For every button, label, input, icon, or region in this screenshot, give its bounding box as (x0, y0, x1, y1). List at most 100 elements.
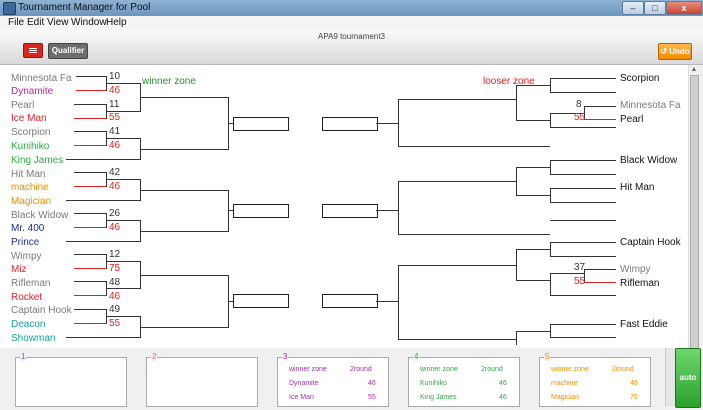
player-name[interactable]: Mr. 400 (11, 223, 45, 234)
player-name[interactable]: Captain Hook (620, 237, 681, 248)
panel-zone: winner zone (420, 366, 458, 373)
match-panel-3[interactable]: 3 winner zone 2round Dynamite 46 Ice Man… (277, 352, 389, 407)
bracket-line (66, 159, 140, 160)
player-name[interactable]: Minnesota Fa (11, 73, 72, 84)
match-slot[interactable] (233, 204, 289, 218)
player-name[interactable]: Fast Eddie (620, 319, 668, 330)
menu-view[interactable]: View (47, 17, 69, 28)
bracket-line (584, 106, 616, 107)
bracket-line (550, 242, 616, 243)
match-panels: 1 2 3 winner zone 2round Dynamite 46 Ice… (0, 348, 688, 410)
player-name[interactable]: Rocket (11, 292, 43, 303)
bracket-line (107, 83, 140, 84)
player-name[interactable]: Black Widow (11, 210, 69, 221)
bracket-line (550, 242, 551, 257)
player-name[interactable]: Rifleman (620, 278, 660, 289)
match-panel-2[interactable]: 2 (146, 352, 258, 407)
match-slot[interactable] (322, 117, 378, 131)
minimize-button[interactable]: – (622, 1, 644, 15)
player-name[interactable]: Hit Man (620, 182, 655, 193)
panel-score: 46 (499, 380, 507, 387)
menu-help[interactable]: Help (106, 17, 127, 28)
player-name[interactable]: Black Widow (620, 155, 678, 166)
match-slot[interactable] (322, 294, 378, 308)
bracket-line (106, 281, 107, 296)
panel-score: 46 (630, 380, 638, 387)
bracket-line (74, 104, 106, 105)
maximize-button[interactable]: □ (644, 1, 666, 15)
bracket-line (584, 119, 616, 120)
bracket-line (140, 327, 228, 328)
player-name[interactable]: Dynamite (11, 86, 54, 97)
panel-round: 2round (481, 366, 503, 373)
player-name[interactable]: machine (11, 182, 49, 193)
bracket-line (398, 234, 550, 235)
player-name[interactable]: Pearl (620, 114, 644, 125)
app-icon (3, 2, 16, 15)
match-score: 55 (109, 112, 121, 123)
bracket-line (550, 113, 551, 128)
undo-button[interactable]: ↺ Undo (658, 43, 692, 60)
player-name[interactable]: Ice Man (11, 113, 47, 124)
player-name[interactable]: King James (11, 155, 64, 166)
panel-zone: winner zone (551, 366, 589, 373)
match-panel-5[interactable]: 5 winner zone 2round machine 46 Magician… (539, 352, 651, 407)
qualifier-button[interactable]: Qualifier (48, 43, 88, 59)
bracket-area: winner zone looser zone Minnesota Fa Dyn… (0, 65, 688, 348)
player-name[interactable]: Minnesota Fa (620, 100, 681, 111)
bracket-line (107, 288, 140, 289)
player-name[interactable]: Deacon (11, 319, 46, 330)
player-name[interactable]: Scorpion (11, 127, 51, 138)
player-name[interactable]: Captain Hook (11, 305, 72, 316)
match-panel-1[interactable]: 1 (15, 352, 127, 407)
panel-player: Ice Man (289, 394, 314, 401)
scrollbar-thumb[interactable] (690, 75, 699, 357)
panel-number: 3 (282, 352, 289, 361)
bracket-line (74, 131, 106, 132)
match-score: 42 (109, 167, 121, 178)
panel-scrollbar[interactable] (665, 348, 675, 406)
bracket-line (584, 282, 616, 283)
bracket-line (74, 145, 106, 146)
player-name[interactable]: Miz (11, 264, 27, 275)
panel-number: 2 (151, 352, 158, 361)
bracket-line (74, 281, 106, 282)
player-name[interactable]: Prince (11, 237, 40, 248)
menu-toggle-button[interactable] (23, 43, 43, 58)
player-name[interactable]: Pearl (11, 100, 35, 111)
match-panel-4[interactable]: 4 winner zone 2round Kunihiko 46 King Ja… (408, 352, 520, 407)
player-name[interactable]: Magician (11, 196, 52, 207)
bracket-line (516, 85, 550, 86)
match-slot[interactable] (233, 294, 289, 308)
bracket-line (550, 92, 616, 93)
bracket-line (74, 172, 106, 173)
bracket-line (140, 149, 228, 150)
player-name[interactable]: Kunihiko (11, 141, 50, 152)
menu-window[interactable]: Window (71, 17, 107, 28)
player-name[interactable]: Showman (11, 333, 56, 344)
bracket-line (140, 231, 228, 232)
player-name[interactable]: Wimpy (11, 251, 42, 262)
close-button[interactable]: x (666, 1, 702, 15)
bracket-line (106, 76, 107, 91)
auto-button[interactable]: auto (675, 348, 701, 408)
menu-file[interactable]: File (8, 17, 25, 28)
bracket-line (106, 213, 107, 228)
match-slot[interactable] (233, 117, 289, 131)
match-score: 49 (109, 304, 121, 315)
match-slot[interactable] (322, 204, 378, 218)
player-name[interactable]: Rifleman (11, 278, 51, 289)
player-name[interactable]: Wimpy (620, 264, 651, 275)
bracket-line (550, 160, 551, 175)
bracket-line (516, 249, 517, 281)
bracket-line (140, 190, 228, 191)
scroll-up-icon[interactable]: ▲ (690, 66, 698, 73)
match-score: 8 (576, 99, 582, 110)
player-name[interactable]: Hit Man (11, 169, 46, 180)
player-name[interactable]: Scorpion (620, 73, 660, 84)
bracket-line (74, 268, 106, 269)
menu-edit[interactable]: Edit (27, 17, 45, 28)
bracket-line (550, 337, 616, 338)
panel-round: 2round (612, 366, 634, 373)
bracket-line (107, 138, 140, 139)
